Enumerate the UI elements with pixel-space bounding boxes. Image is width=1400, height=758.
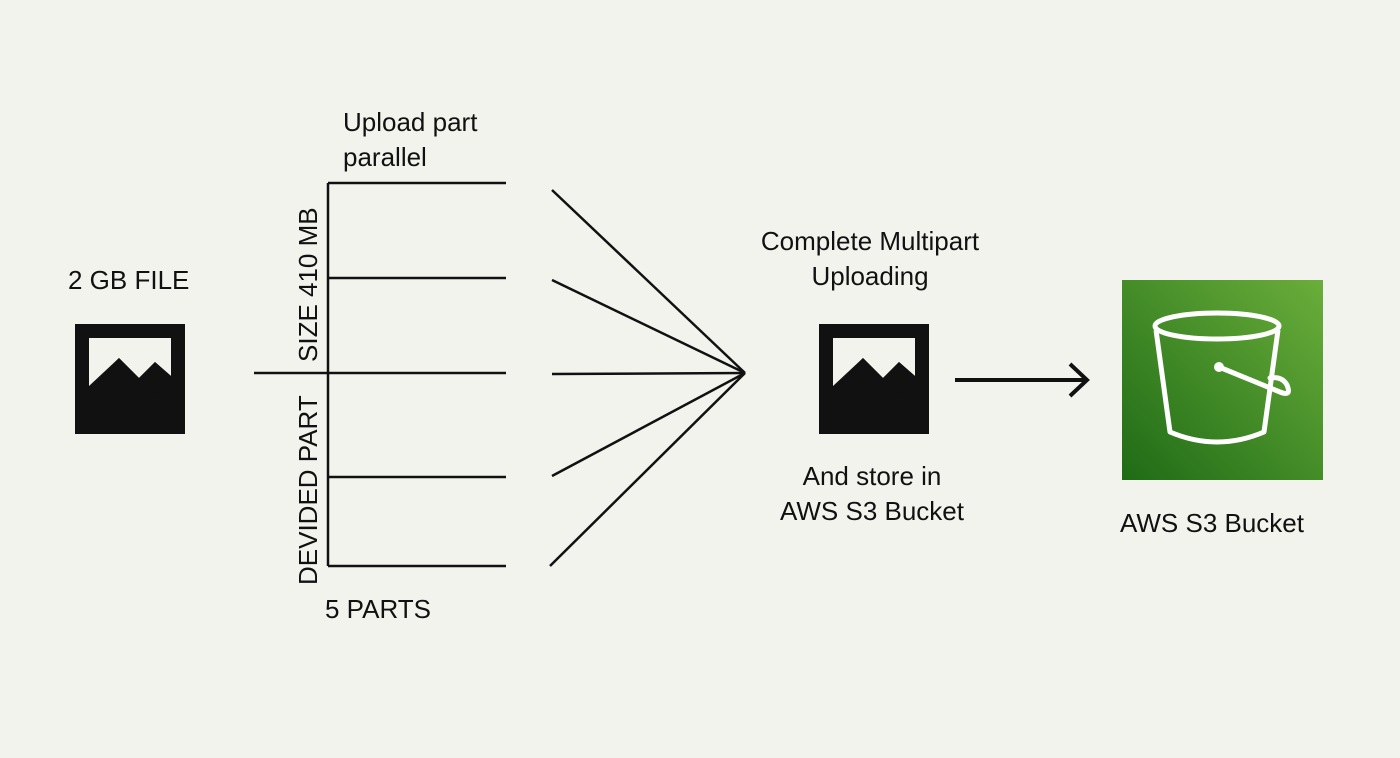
complete-upload-label: Complete Multipart Uploading (760, 226, 980, 291)
source-file-label: 2 GB FILE (68, 265, 190, 295)
parts-count-label: 5 PARTS (325, 594, 431, 624)
image-file-icon (819, 324, 929, 434)
upload-part-label: Upload part parallel (343, 107, 478, 172)
converge-line-4 (551, 371, 746, 478)
store-in-bucket-label: And store in AWS S3 Bucket (780, 461, 964, 526)
part-size-label: SIZE 410 MB (293, 207, 323, 362)
image-file-icon (75, 324, 185, 434)
converge-line-5 (549, 372, 746, 567)
bucket-label: AWS S3 Bucket (1120, 508, 1304, 538)
converge-line-2 (551, 278, 746, 375)
aws-s3-bucket-icon (1122, 280, 1323, 480)
arrow-right-icon (955, 362, 1090, 398)
converge-line-3 (551, 371, 746, 376)
divided-part-label: DEVIDED PART (293, 395, 323, 585)
converge-line-1 (551, 189, 746, 374)
